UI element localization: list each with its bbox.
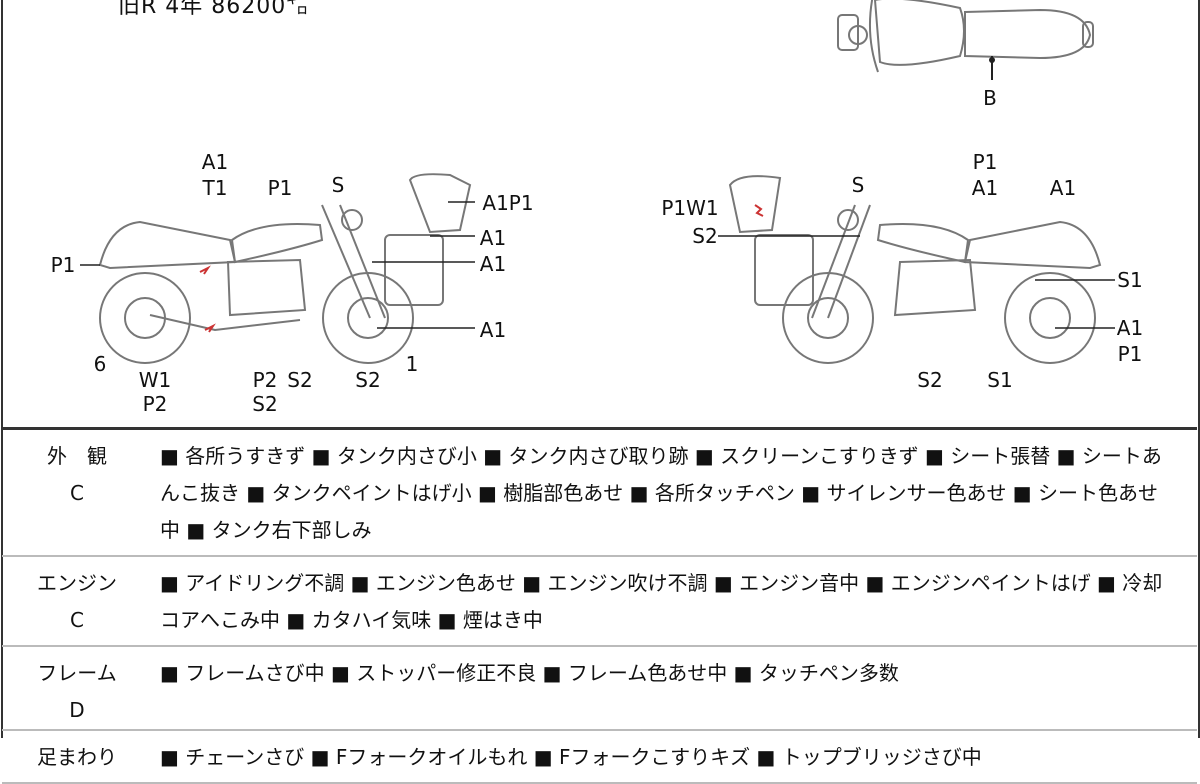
table-row-suspension: 足まわり ■ チェーンさび ■ Fフォークオイルもれ ■ Fフォークこすりキズ … [2,731,1197,784]
damage-code: A1P1 [482,191,534,215]
damage-code: P1W1 [661,196,719,220]
right-side-motorcycle [718,175,1115,364]
top-view-label: B [983,86,997,110]
damage-code: A1 [479,252,507,276]
damage-code: T1 [202,176,228,200]
damage-code: S [331,173,345,197]
category-cell: エンジン C [2,557,152,645]
damage-code: A1 [1049,176,1077,200]
category-label: フレーム [37,661,117,685]
table-row-frame: フレーム D ■ フレームさび中 ■ ストッパー修正不良 ■ フレーム色あせ中 ■… [2,647,1197,731]
category-cell: 足まわり [2,731,152,782]
damage-code: P1 [1117,342,1143,366]
damage-code: W1 [138,368,172,392]
category-grade: C [70,481,84,505]
damage-code: S2 [692,224,718,248]
damage-code: S2 [355,368,381,392]
findings-text: ■ フレームさび中 ■ ストッパー修正不良 ■ フレーム色あせ中 ■ タッチペン… [160,661,899,685]
damage-code: A1 [479,226,507,250]
damage-code: S1 [1117,268,1143,292]
damage-code: S1 [987,368,1013,392]
motorcycle-diagrams [80,0,1115,364]
table-row-engine: エンジン C ■ アイドリング不調 ■ エンジン色あせ ■ エンジン吹け不調 ■ … [2,557,1197,647]
damage-code: 1 [405,352,419,376]
damage-code: S2 [287,368,313,392]
damage-code: A1 [201,150,229,174]
category-grade: C [70,608,84,632]
damage-code: 6 [93,352,107,376]
category-cell: 外 観 C [2,430,152,555]
damage-code: P1 [267,176,293,200]
inspection-table: 外 観 C ■ 各所うすきず ■ タンク内さび小 ■ タンク内さび取り跡 ■ スク… [2,427,1197,784]
damage-code: A1 [479,318,507,342]
damage-code: P2 [142,392,168,416]
damage-code: A1 [971,176,999,200]
damage-code: P1 [972,150,998,174]
findings-text: ■ 各所うすきず ■ タンク内さび小 ■ タンク内さび取り跡 ■ スクリーンこす… [160,444,1162,542]
category-cell: フレーム D [2,647,152,729]
damage-code: S2 [917,368,943,392]
damage-code: A1 [1116,316,1144,340]
category-label: 外 観 [47,444,107,468]
sheet-border [1,0,1200,738]
left-side-motorcycle [80,173,475,364]
damage-code: S [851,173,865,197]
category-label: 足まわり [37,745,117,769]
damage-code: P2 [252,368,278,392]
category-label: エンジン [37,571,117,595]
findings-text: ■ チェーンさび ■ Fフォークオイルもれ ■ Fフォークこすりキズ ■ トップ… [160,745,982,769]
vehicle-info: 旧R 4年 86200㌔ [118,0,310,19]
table-row-exterior: 外 観 C ■ 各所うすきず ■ タンク内さび小 ■ タンク内さび取り跡 ■ スク… [2,430,1197,557]
damage-code: S2 [252,392,278,416]
top-view-motorcycle [837,0,1094,80]
findings-text: ■ アイドリング不調 ■ エンジン色あせ ■ エンジン吹け不調 ■ エンジン音中… [160,571,1163,632]
damage-code: P1 [50,253,76,277]
category-grade: D [69,698,85,722]
